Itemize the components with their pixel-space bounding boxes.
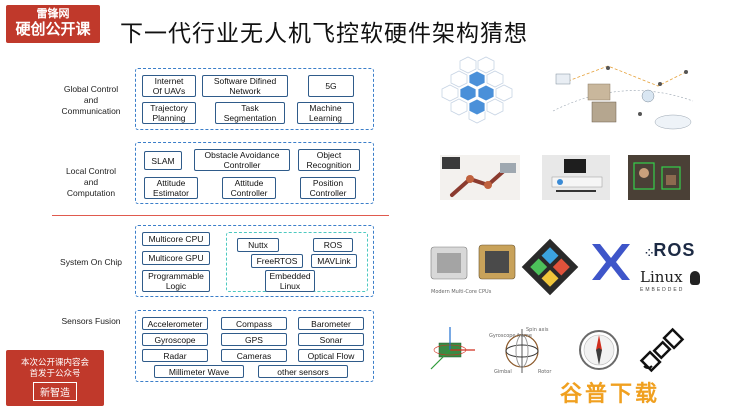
linux-logo-text: Linux <box>640 268 683 286</box>
compass-icon <box>579 330 619 370</box>
local-group: SLAM Obstacle Avoidance Controller Objec… <box>135 142 374 204</box>
xilinx-logo <box>592 244 630 280</box>
linux-logo: Linux EMBEDDED <box>640 268 700 293</box>
imu-axes-image <box>430 327 475 370</box>
global-cell: Internet Of UAVs <box>142 75 196 97</box>
global-cell: 5G <box>308 75 354 97</box>
sensor-cell: Radar <box>142 349 208 362</box>
soc-hw-cell: Multicore GPU <box>142 251 210 265</box>
sensor-cell: GPS <box>221 333 287 346</box>
soc-sw-cell: ROS <box>313 238 353 252</box>
local-cell: Attitude Estimator <box>144 177 198 199</box>
global-cell: Trajectory Planning <box>142 102 196 124</box>
network-diagram-image <box>552 65 694 130</box>
local-cell: Attitude Controller <box>222 177 276 199</box>
local-cell: Position Controller <box>300 177 356 199</box>
brand-line-2: 硬创公开课 <box>15 21 91 38</box>
sensor-cell: Optical Flow <box>298 349 364 362</box>
soc-group: Multicore CPU Multicore GPU Programmable… <box>135 225 374 297</box>
promo-button[interactable]: 新智造 <box>33 382 77 401</box>
spin-axis-caption: Spin axis <box>526 327 549 333</box>
gimbal-caption: Gimbal <box>494 369 512 375</box>
gyroscope-image: Gyroscope frame Spin axis Gimbal Rotor <box>489 327 552 375</box>
chip-caption: Modern Multi-Core CPUs <box>431 289 492 295</box>
sensor-cell: Millimeter Wave <box>154 365 244 378</box>
soc-software-group: Nuttx ROS FreeRTOS MAVLink Embedded Linu… <box>226 232 368 292</box>
promo-line-1: 本次公开课内容会 <box>20 357 89 367</box>
ros-logo: ⁘ROS <box>645 240 695 261</box>
sensor-cell: Gyroscope <box>142 333 208 346</box>
promo-badge: 本次公开课内容会 首发于公众号 新智造 <box>6 350 104 406</box>
slide-title: 下一代行业无人机飞控软硬件架构猜想 <box>120 21 528 47</box>
soc-hw-cell: Programmable Logic <box>142 270 210 292</box>
robot-arm-photo <box>440 155 520 200</box>
gyro-frame-caption: Gyroscope frame <box>489 333 532 339</box>
hexagon-grid-image <box>441 56 513 124</box>
chip-photos: Modern Multi-Core CPUs <box>430 238 579 296</box>
sensor-cell: Accelerometer <box>142 317 208 330</box>
linux-logo-subtitle: EMBEDDED <box>640 287 685 293</box>
sensor-cell: Compass <box>221 317 287 330</box>
sensor-cell: Sonar <box>298 333 364 346</box>
row-label-sensors: Sensors Fusion <box>61 316 121 326</box>
brand-line-1: 雷锋网 <box>36 8 70 20</box>
local-cell: Obstacle Avoidance Controller <box>194 149 290 171</box>
section-divider <box>52 215 389 216</box>
drone-stand-photo <box>542 155 610 200</box>
soc-sw-cell: MAVLink <box>311 254 357 268</box>
row-label-global: Global Control and Communication <box>61 84 121 116</box>
row-label-local: Local Control and Computation <box>65 166 117 198</box>
soc-sw-cell: Embedded Linux <box>265 270 315 292</box>
brand-badge: 雷锋网 硬创公开课 <box>6 5 100 43</box>
download-watermark: 谷普下载 <box>560 382 661 407</box>
soc-sw-cell: Nuttx <box>237 238 279 252</box>
sensors-group: Accelerometer Compass Barometer Gyroscop… <box>135 310 374 382</box>
camera-detection-photo <box>628 155 690 200</box>
sensor-cell: other sensors <box>258 365 348 378</box>
row-label-soc: System On Chip <box>60 257 122 267</box>
satellite-icon <box>639 327 685 373</box>
global-cell: Software Difined Network <box>202 75 288 97</box>
rotor-caption: Rotor <box>538 369 552 375</box>
soc-hw-cell: Multicore CPU <box>142 232 210 246</box>
ros-dots-icon: ⁘ <box>645 248 654 259</box>
sensor-cell: Cameras <box>221 349 287 362</box>
global-cell: Machine Learning <box>297 102 354 124</box>
tux-icon <box>690 270 700 285</box>
sensor-cell: Barometer <box>298 317 364 330</box>
promo-line-2: 首发于公众号 <box>29 368 81 378</box>
soc-sw-cell: FreeRTOS <box>251 254 303 268</box>
local-cell: SLAM <box>144 151 182 170</box>
ros-logo-text: ROS <box>653 240 696 260</box>
local-cell: Object Recognition <box>298 149 360 171</box>
global-cell: Task Segmentation <box>215 102 285 124</box>
global-group: Internet Of UAVs Software Difined Networ… <box>135 68 374 130</box>
